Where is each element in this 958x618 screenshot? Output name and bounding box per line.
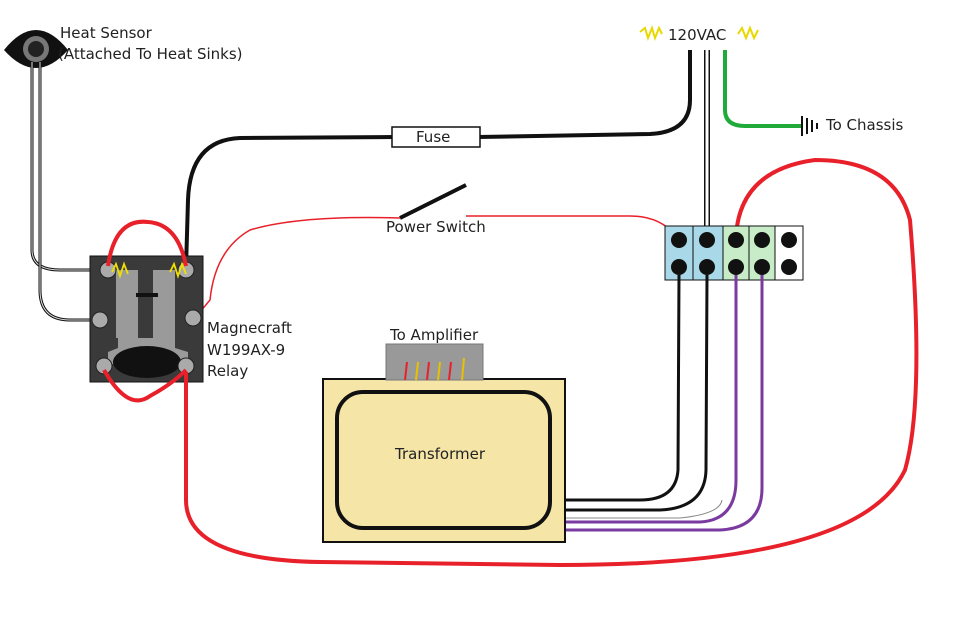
- terminal-screw: [781, 259, 797, 275]
- terminal-screw: [671, 259, 687, 275]
- live-wire: [477, 50, 692, 139]
- fuse-body: [391, 126, 481, 148]
- switch-wire-relay: [194, 216, 401, 319]
- mains-label: 120VAC: [668, 26, 726, 44]
- switched-loop-wire: [184, 157, 919, 568]
- terminal-screw: [728, 232, 744, 248]
- relay-bottom-jumper: [102, 368, 188, 403]
- amplifier-connector: [385, 343, 484, 381]
- heat-sensor-lead-1: [30, 62, 108, 272]
- terminal-screw: [754, 259, 770, 275]
- ground-wire: [723, 50, 802, 128]
- switch-wire-block: [466, 215, 677, 237]
- terminal-screw: [671, 232, 687, 248]
- secondary-wire-purple-2: [565, 275, 764, 532]
- mains-glow-left-icon: [639, 24, 663, 42]
- relay-terminal-4: [184, 309, 202, 327]
- fuse: [391, 126, 481, 148]
- chassis-label: To Chassis: [825, 116, 904, 134]
- relay: [89, 255, 204, 383]
- heat-sensor-note: (Attached To Heat Sinks): [58, 45, 243, 63]
- heat-sensor-title: Heat Sensor: [60, 24, 153, 42]
- terminal-screw: [699, 232, 715, 248]
- heat-sensor: [4, 30, 108, 322]
- transformer-label: Transformer: [394, 445, 486, 463]
- amplifier-label: To Amplifier: [389, 326, 479, 344]
- relay-type-label: Relay: [207, 362, 248, 380]
- terminal-screw: [781, 232, 797, 248]
- power-switch: [399, 183, 467, 220]
- terminal-screw: [754, 232, 770, 248]
- relay-terminal-5: [95, 357, 113, 375]
- relay-top-jumper: [106, 219, 188, 267]
- terminal-block: [664, 225, 804, 281]
- power-switch-label: Power Switch: [386, 218, 486, 236]
- chassis-ground-icon: [801, 116, 818, 136]
- transformer: [322, 378, 566, 543]
- secondary-wire-purple-1: [565, 275, 738, 524]
- primary-wire-black-1: [565, 274, 681, 502]
- transformer-core: [335, 390, 552, 530]
- primary-wire-white: [565, 499, 723, 519]
- mains-glow-right-icon: [737, 25, 759, 41]
- live-wire-to-relay: [184, 135, 397, 269]
- relay-heater-glow-icon: [111, 261, 187, 279]
- relay-terminal-3: [91, 311, 109, 329]
- transformer-body: [322, 378, 566, 543]
- terminal-screw: [728, 259, 744, 275]
- terminal-screw: [699, 259, 715, 275]
- fuse-label: Fuse: [416, 128, 450, 146]
- primary-wire-black-2: [565, 274, 709, 512]
- relay-model-label: W199AX-9: [207, 341, 285, 359]
- relay-brand-label: Magnecraft: [207, 319, 292, 337]
